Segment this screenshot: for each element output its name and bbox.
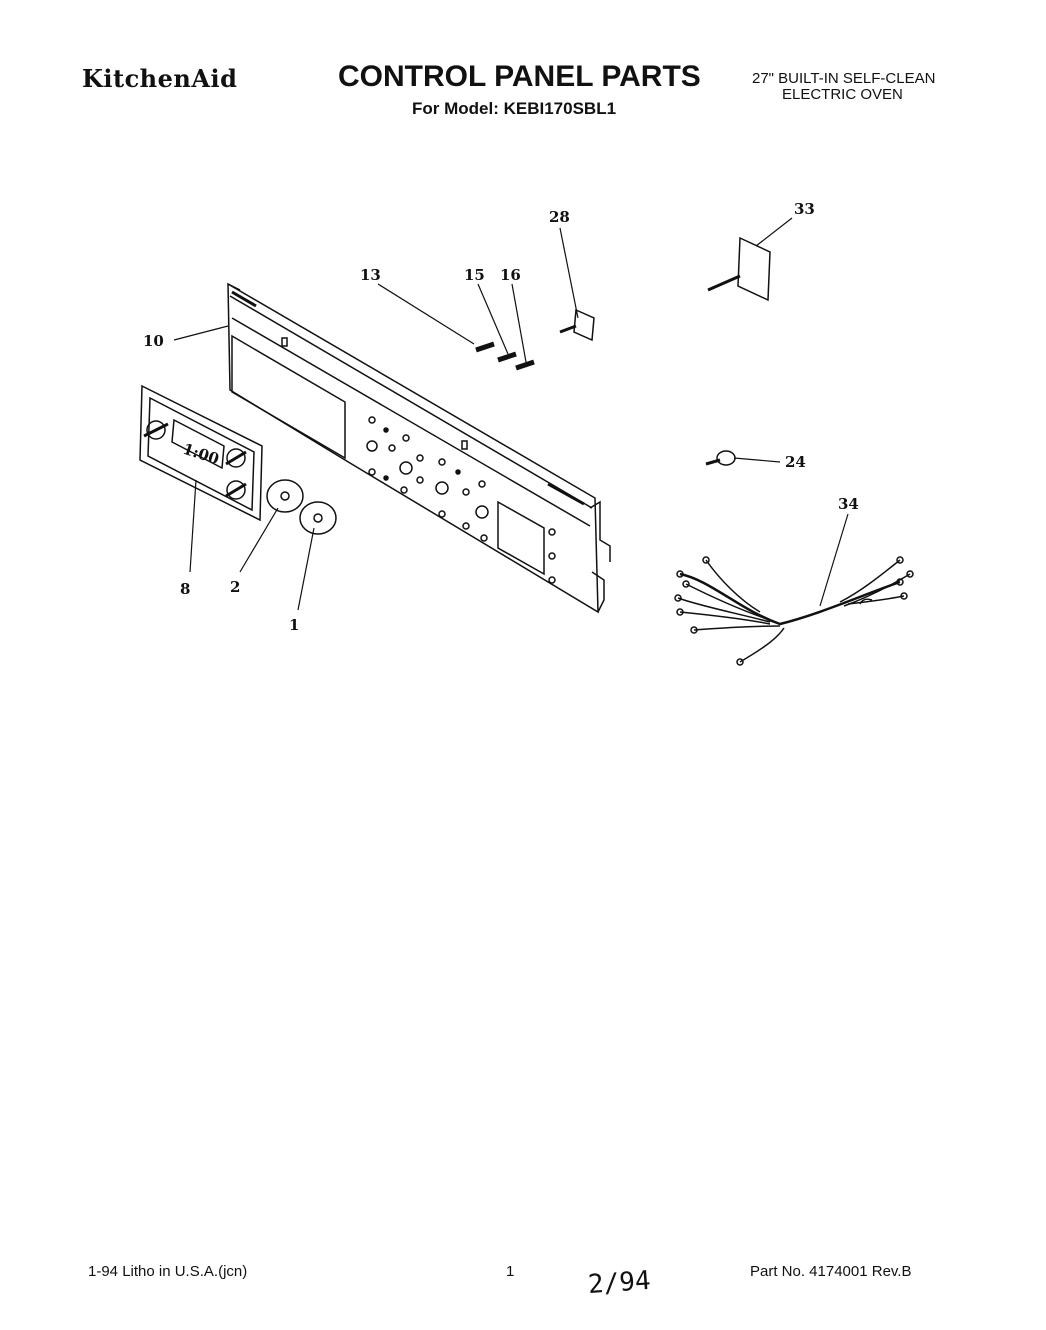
callout-24: 24 xyxy=(785,453,806,471)
callout-34: 34 xyxy=(838,495,859,513)
callout-leaders xyxy=(173,217,849,611)
callout-2: 2 xyxy=(230,578,240,596)
leader-1 xyxy=(297,527,315,611)
description-line-1: 27" BUILT-IN SELF-CLEAN xyxy=(752,70,936,87)
leader-15 xyxy=(477,283,509,355)
product-description: 27" BUILT-IN SELF-CLEAN ELECTRIC OVEN xyxy=(752,71,935,103)
indicator-part-24 xyxy=(705,450,736,466)
knob-part-1 xyxy=(299,501,337,535)
clock-console-face xyxy=(139,384,263,522)
brand-logo: KitchenAid xyxy=(82,64,238,93)
callout-15: 15 xyxy=(464,266,485,284)
callout-33: 33 xyxy=(794,200,815,218)
leader-13 xyxy=(377,283,475,345)
button-part-15 xyxy=(497,351,517,363)
leader-33 xyxy=(755,217,793,247)
callout-10: 10 xyxy=(143,332,164,350)
callout-8: 8 xyxy=(180,580,190,598)
switch-part-33 xyxy=(707,236,771,302)
callout-1: 1 xyxy=(289,616,299,634)
leader-28 xyxy=(559,227,579,319)
leader-10 xyxy=(173,325,229,341)
footer-date-litho: 1-94 Litho in U.S.A.(jcn) xyxy=(88,1263,248,1280)
control-panel-backplate xyxy=(227,282,611,614)
leader-34 xyxy=(819,513,849,607)
description-line-2: ELECTRIC OVEN xyxy=(782,86,903,103)
callout-13: 13 xyxy=(360,266,381,284)
model-line: For Model: KEBI170SBL1 xyxy=(412,99,617,118)
wire-harness-part-34 xyxy=(674,556,914,666)
page-title: CONTROL PANEL PARTS xyxy=(338,60,701,93)
leader-24 xyxy=(733,457,781,463)
button-part-16 xyxy=(515,359,535,371)
leader-8 xyxy=(189,479,197,573)
footer-page-number: 1 xyxy=(506,1263,515,1280)
switch-part-28 xyxy=(559,308,595,342)
knob-part-2 xyxy=(266,479,304,513)
leader-2 xyxy=(239,507,279,573)
handwritten-note: 2/94 xyxy=(587,1265,652,1301)
callout-16: 16 xyxy=(500,266,521,284)
callout-numbers: 10 13 15 16 28 33 24 34 8 2 1 xyxy=(143,200,859,634)
footer-part-number: Part No. 4174001 Rev.B xyxy=(750,1263,912,1280)
button-part-13 xyxy=(475,341,495,353)
callout-28: 28 xyxy=(549,208,570,226)
leader-16 xyxy=(511,283,527,363)
